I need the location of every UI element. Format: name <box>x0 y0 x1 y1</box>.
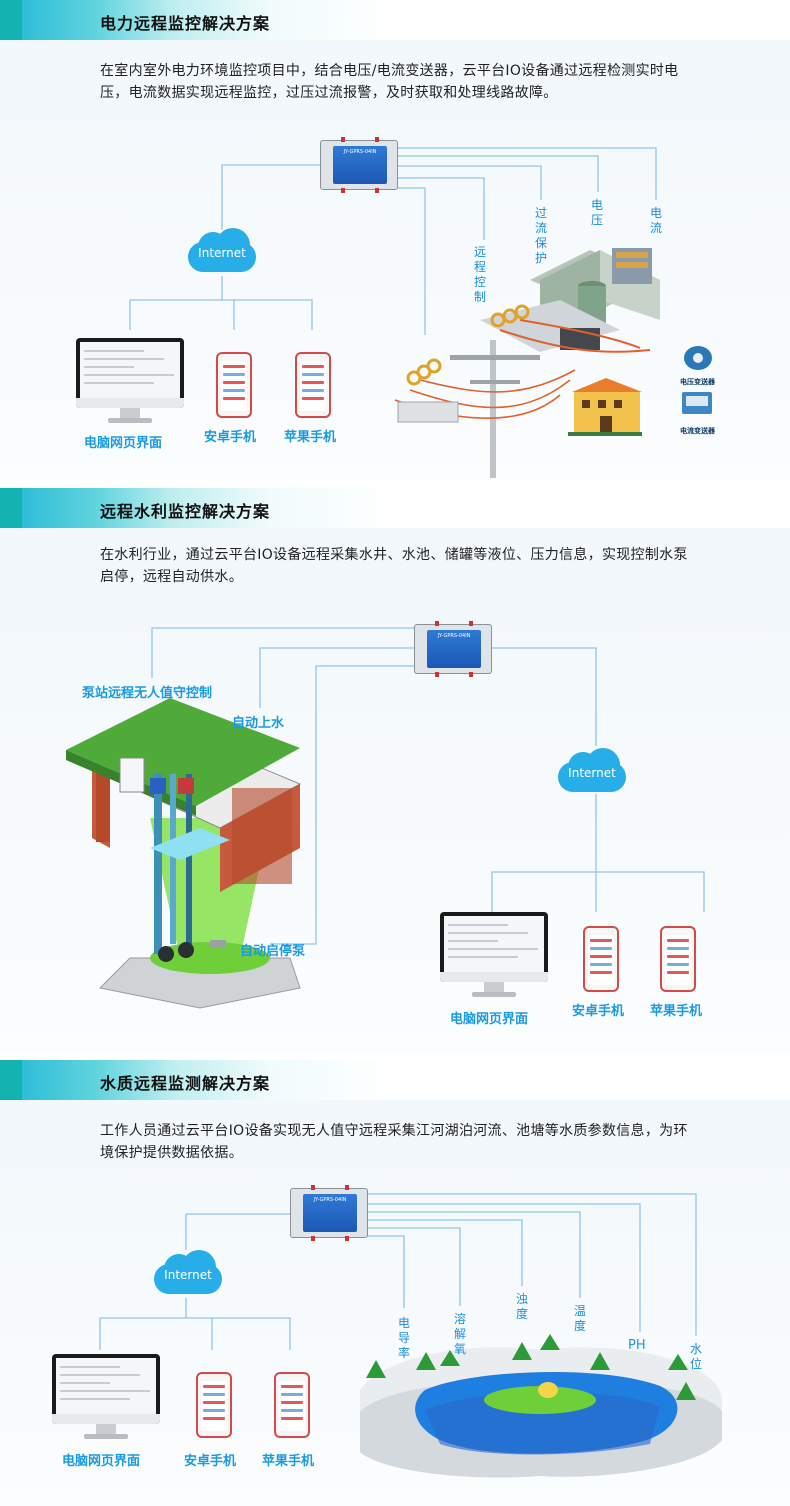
header-accent <box>0 1060 22 1100</box>
io-device: JY-GPRS-04IN <box>320 137 398 193</box>
section-description: 工作人员通过云平台IO设备实现无人值守远程采集江河湖泊河流、池塘等水质参数信息，… <box>100 1123 688 1161</box>
branch-label-current: 电流 <box>649 206 662 235</box>
branch-label-water-level: 水位 <box>689 1342 702 1371</box>
current-transmitter-label: 电流变送器 <box>680 427 715 435</box>
cloud-label: Internet <box>164 1268 212 1282</box>
client-label-iphone: 苹果手机 <box>262 1454 315 1469</box>
cloud-label: Internet <box>198 246 246 260</box>
connection-lines <box>99 1193 722 1478</box>
transmitter-icons <box>682 346 712 414</box>
android-phone <box>216 352 252 418</box>
client-label-android: 安卓手机 <box>184 1454 237 1469</box>
section-power-monitoring: 电力远程监控解决方案 在室内室外电力环境监控项目中，结合电压/电流变送器，云平台… <box>0 0 790 480</box>
branch-label-dissolved-oxygen: 溶解氧 <box>453 1312 466 1356</box>
pump-station-illustration <box>66 698 302 1009</box>
section-title: 电力远程监控解决方案 <box>100 14 271 33</box>
client-label-iphone: 苹果手机 <box>284 430 337 445</box>
connection-lines <box>129 147 712 478</box>
client-label-android: 安卓手机 <box>204 430 257 445</box>
client-label-pc: 电脑网页界面 <box>450 1012 529 1027</box>
internet-cloud: Internet <box>184 228 260 274</box>
branch-label-conductivity: 电导率 <box>397 1316 410 1360</box>
section-description: 在水利行业，通过云平台IO设备远程采集水井、水池、储罐等液位、压力信息，实现控制… <box>100 547 688 585</box>
iphone <box>274 1372 310 1438</box>
branch-label-turbidity: 浊度 <box>515 1292 528 1321</box>
client-label-android: 安卓手机 <box>572 1004 625 1019</box>
section-description: 在室内室外电力环境监控项目中，结合电压/电流变送器，云平台IO设备通过远程检测实… <box>100 63 679 101</box>
section-water-conservancy: 远程水利监控解决方案 在水利行业，通过云平台IO设备远程采集水井、水池、储罐等液… <box>0 488 790 1054</box>
client-label-pc: 电脑网页界面 <box>84 436 163 451</box>
branch-label-pump-station: 泵站远程无人值守控制 <box>82 686 213 701</box>
substation-illustration <box>480 248 660 353</box>
section-header-bar <box>0 0 790 40</box>
branch-label-temperature: 温度 <box>573 1304 586 1333</box>
section-header-bar <box>0 1060 790 1100</box>
device-model: JY-GPRS-04IN <box>437 633 471 639</box>
trees <box>366 1334 696 1400</box>
section-water-quality: 水质远程监测解决方案 工作人员通过云平台IO设备实现无人值守远程采集江河湖泊河流… <box>0 1060 790 1506</box>
header-accent <box>0 0 22 40</box>
desktop-monitor <box>76 338 184 428</box>
desktop-monitor <box>52 1354 160 1444</box>
cloud-label: Internet <box>568 766 616 780</box>
client-label-iphone: 苹果手机 <box>650 1004 703 1019</box>
house-illustration <box>568 378 642 436</box>
internet-cloud: Internet <box>554 748 630 794</box>
branch-label-overcurrent: 过流保护 <box>534 206 547 265</box>
branch-label-remote-control: 远程控制 <box>473 245 486 304</box>
section-title: 远程水利监控解决方案 <box>100 502 271 521</box>
iphone <box>295 352 331 418</box>
branch-label-voltage: 电压 <box>590 198 603 227</box>
header-accent <box>0 488 22 528</box>
client-label-pc: 电脑网页界面 <box>62 1454 141 1469</box>
iphone <box>660 926 696 992</box>
android-phone <box>583 926 619 992</box>
voltage-transmitter-label: 电压变送器 <box>680 378 715 386</box>
lake-illustration <box>360 1347 722 1478</box>
android-phone <box>196 1372 232 1438</box>
io-device: JY-GPRS-04IN <box>290 1185 368 1241</box>
branch-label-auto-fill: 自动上水 <box>232 716 285 731</box>
desktop-monitor <box>440 912 548 1002</box>
branch-label-ph: PH <box>628 1338 646 1353</box>
device-model: JY-GPRS-04IN <box>343 149 377 155</box>
connection-lines <box>66 627 705 1009</box>
branch-label-auto-pump: 自动启停泵 <box>240 944 306 959</box>
io-device: JY-GPRS-04IN <box>414 621 492 677</box>
section-header-bar <box>0 488 790 528</box>
power-pole-illustration <box>394 304 576 478</box>
device-model: JY-GPRS-04IN <box>313 1197 347 1203</box>
section-title: 水质远程监测解决方案 <box>100 1074 271 1093</box>
internet-cloud: Internet <box>150 1250 226 1296</box>
